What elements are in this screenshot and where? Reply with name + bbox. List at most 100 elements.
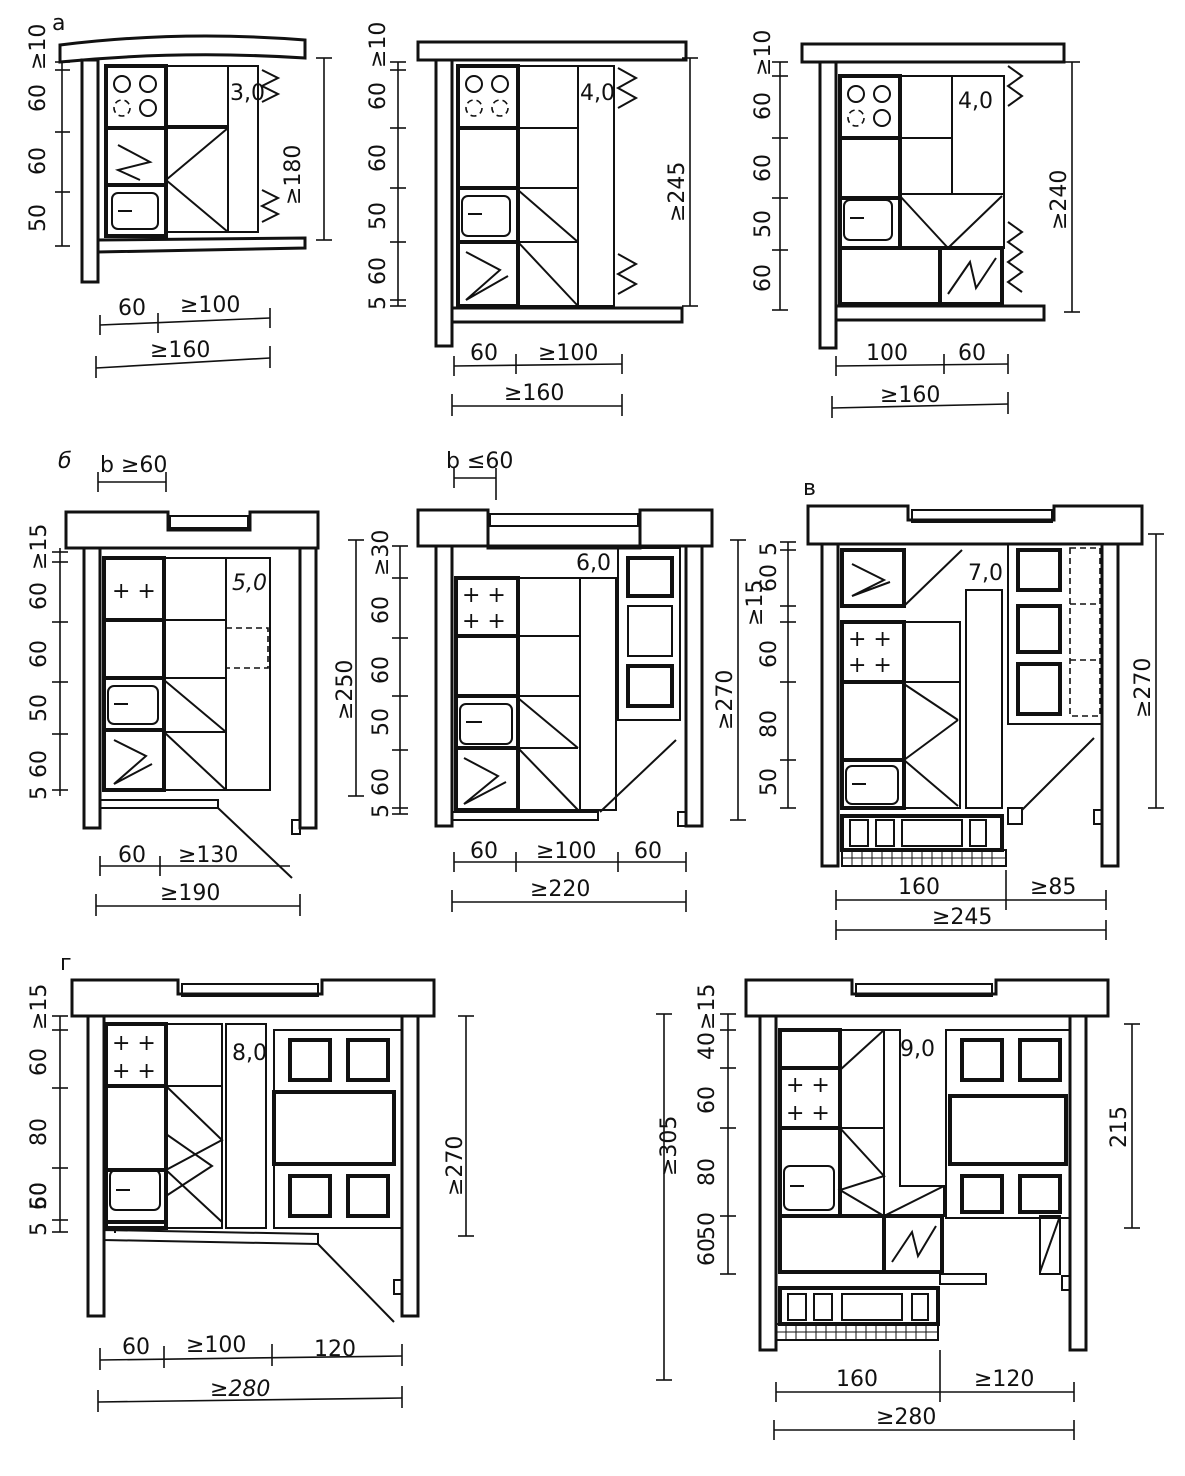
plan-3-vdim-1: ≥10	[751, 30, 776, 76]
plan-3-vdim-2: 60	[751, 92, 776, 120]
plan-8-vdim-2: 40	[695, 1032, 720, 1060]
plan-2-vdim-1: ≥10	[366, 22, 391, 68]
plan-6-hob: + +	[848, 627, 892, 652]
plan-5-total: ≥220	[530, 877, 590, 902]
plan-2-width-1: 60	[470, 341, 498, 366]
plan-4: b ≥60 + + 5,0 ≥15 60 60	[27, 453, 364, 916]
plan-3-height: ≥240	[1047, 170, 1072, 230]
plan-7-height: ≥270	[443, 1136, 468, 1196]
plan-7-width-3: 120	[314, 1337, 356, 1362]
plan-8-height-left: ≥305	[657, 1116, 682, 1176]
plan-8-vdim-6: 60	[695, 1238, 720, 1266]
plan-6-vdim-1: 5	[757, 542, 782, 556]
plan-8: + + + + 9,0	[656, 978, 1140, 1440]
plan-4-vdim-6: 5	[27, 786, 52, 800]
plan-2-vdim-2: 60	[366, 82, 391, 110]
plan-4-height: ≥250	[333, 660, 358, 720]
plan-5-top-dim: b ≤60	[446, 449, 513, 474]
plan-1-vdim-3: 60	[26, 147, 51, 175]
plan-2-width-2: ≥100	[538, 341, 598, 366]
plan-8-hob-2: + +	[786, 1101, 830, 1126]
plan-3-vdim-4: 50	[751, 210, 776, 238]
plan-6-tile-floor	[842, 850, 1006, 866]
plan-8-total: ≥280	[876, 1405, 936, 1430]
plan-1-vdim-4: 50	[26, 204, 51, 232]
plan-8-height-right: 215	[1107, 1106, 1132, 1148]
group-label-b: б	[58, 449, 72, 474]
plan-4-vdim-3: 60	[27, 640, 52, 668]
plan-8-area: 9,0	[900, 1037, 935, 1062]
plan-6-width-1: 160	[898, 875, 940, 900]
plan-8-vdim-1: ≥15	[695, 984, 720, 1030]
plan-2-area: 4,0	[580, 81, 615, 106]
plan-2-height: ≥245	[665, 162, 690, 222]
plan-8-vdim-5: 50	[695, 1212, 720, 1240]
plan-5-height: ≥270	[713, 670, 738, 730]
plan-1-vdim-1: ≥10	[26, 24, 51, 70]
group-label-v: в	[803, 476, 816, 501]
plan-8-vdim-4: 80	[695, 1158, 720, 1186]
plan-3-width-2: 60	[958, 341, 986, 366]
plan-3-total: ≥160	[880, 383, 940, 408]
plan-4-area: 5,0	[232, 571, 267, 596]
plan-6-vdim-4: 60	[757, 640, 782, 668]
group-label-g: г	[60, 951, 72, 976]
plan-6-vdim-5: 80	[757, 710, 782, 738]
plan-1-vdim-2: 60	[26, 84, 51, 112]
plan-7-vdim-2: 60	[27, 1048, 52, 1076]
group-label-a: а	[52, 11, 65, 36]
plan-7-total: ≥280	[210, 1377, 270, 1402]
plan-4-width-1: 60	[118, 843, 146, 868]
plan-3-vdim-5: 60	[751, 264, 776, 292]
plan-5-vdim-2: 60	[369, 596, 394, 624]
plan-5-width-2: ≥100	[536, 839, 596, 864]
plan-5-width-3: 60	[634, 839, 662, 864]
plan-5-area: 6,0	[576, 551, 611, 576]
plan-4-top-dim: b ≥60	[100, 453, 167, 478]
plan-6-area: 7,0	[968, 561, 1003, 586]
plan-1-area: 3,0	[230, 81, 265, 106]
plan-4-hob: + +	[112, 579, 156, 604]
plan-8-vdim-3: 60	[695, 1086, 720, 1114]
plan-1-width-2: ≥100	[180, 293, 240, 318]
plan-7-vdim-5: 60	[27, 1182, 52, 1210]
plan-1-total: ≥160	[150, 338, 210, 363]
plan-2-vdim-6: 5	[366, 296, 391, 310]
plan-7: + + + + 8,0 ≥15 60 80 50 60 5 ≥270	[27, 978, 474, 1412]
plan-6-vdim-3: ≥15	[743, 580, 768, 626]
plan-2: 4,0 ≥10 60 60 50 60 5 ≥245 60 ≥100 ≥160	[366, 22, 698, 416]
plan-6-vdim-6: 50	[757, 768, 782, 796]
plan-6-vdim-2: 60	[757, 564, 782, 592]
plan-5-vdim-1: ≥30	[369, 530, 394, 576]
plan-4-vdim-2: 60	[27, 582, 52, 610]
plan-7-vdim-6: 5	[27, 1222, 52, 1236]
plan-4-vdim-5: 60	[27, 750, 52, 778]
plan-7-vdim-4: 50	[27, 1182, 52, 1210]
plan-6-hob-2: + +	[848, 653, 892, 678]
plan-5-vdim-6: 5	[369, 804, 394, 818]
plan-7-area: 8,0	[232, 1041, 267, 1066]
plan-8-tile-floor	[776, 1324, 938, 1340]
plan-5-hob-2: + +	[462, 609, 506, 634]
plan-3-area: 4,0	[958, 89, 993, 114]
plan-6: + + + + 7,0	[743, 504, 1164, 940]
plan-3-width-1: 100	[866, 341, 908, 366]
plan-5-vdim-3: 60	[369, 656, 394, 684]
plan-8-hob: + +	[786, 1073, 830, 1098]
plan-7-hob: + +	[112, 1031, 156, 1056]
plan-7-vdim-3: 80	[27, 1118, 52, 1146]
plan-6-height: ≥270	[1131, 658, 1156, 718]
plan-4-vdim-4: 50	[27, 694, 52, 722]
plan-4-vdim-1: ≥15	[27, 524, 52, 570]
plan-8-width-2: ≥120	[974, 1367, 1034, 1392]
plan-7-hob-2: + +	[112, 1059, 156, 1084]
plan-7-vdim-1: ≥15	[27, 984, 52, 1030]
plan-2-vdim-4: 50	[366, 202, 391, 230]
plan-8-width-1: 160	[836, 1367, 878, 1392]
plan-5-vdim-5: 60	[369, 768, 394, 796]
plan-5-vdim-4: 50	[369, 708, 394, 736]
plan-2-total: ≥160	[504, 381, 564, 406]
plan-2-vdim-3: 60	[366, 144, 391, 172]
plan-3-vdim-3: 60	[751, 154, 776, 182]
